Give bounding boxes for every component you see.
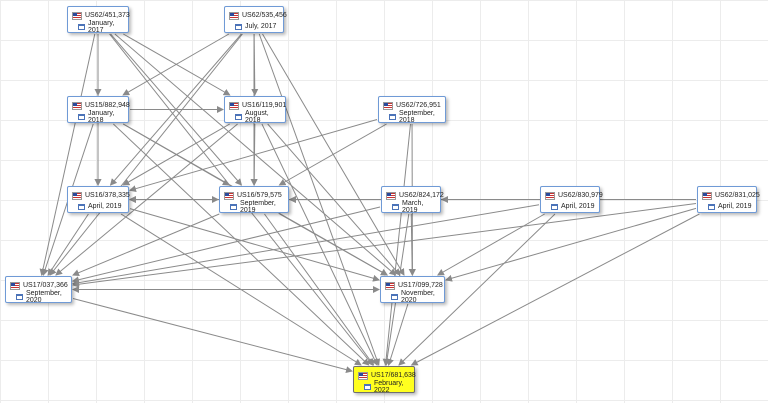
calendar-icon [16,294,23,300]
date-row: April, 2019 [702,201,756,212]
filing-date: January, 2017 [88,20,128,34]
us-flag-icon [10,282,20,290]
date-row: January, 2018 [72,111,128,122]
filing-date: April, 2019 [561,203,594,210]
us-flag-icon [383,102,393,110]
patent-number: US62/726,951 [396,102,441,109]
patent-row: US16/378,335 [72,190,128,201]
patent-node[interactable]: US16/119,901August, 2018 [224,96,286,123]
patent-number: US16/378,335 [85,192,130,199]
citation-edge [446,208,696,280]
date-row: April, 2019 [545,201,599,212]
calendar-icon [78,24,85,30]
calendar-icon [235,114,242,120]
patent-node[interactable]: US62/726,951September, 2018 [378,96,446,123]
patent-node[interactable]: US62/830,979April, 2019 [540,186,600,213]
patent-row: US62/831,025 [702,190,756,201]
filing-date: February, 2022 [374,380,414,394]
patent-number: US16/579,575 [237,192,282,199]
patent-number: US62/535,456 [242,12,287,19]
filing-date: March, 2019 [402,200,440,214]
filing-date: September, 2020 [26,290,71,304]
calendar-icon [551,204,558,210]
us-flag-icon [72,192,82,200]
us-flag-icon [358,372,368,380]
us-flag-icon [545,192,555,200]
citation-edge [412,214,700,365]
calendar-icon [392,204,399,210]
filing-date: July, 2017 [245,23,276,30]
citation-edge [438,214,545,275]
patent-row: US62/830,979 [545,190,599,201]
patent-node[interactable]: US62/451,373January, 2017 [67,6,129,33]
filing-date: April, 2019 [88,203,121,210]
date-row: November, 2020 [385,291,444,302]
calendar-icon [235,24,242,30]
calendar-icon [78,114,85,120]
calendar-icon [389,114,396,120]
us-flag-icon [224,192,234,200]
calendar-icon [230,204,237,210]
date-row: March, 2019 [386,201,440,212]
patent-number: US62/824,172 [399,192,444,199]
us-flag-icon [229,102,239,110]
us-flag-icon [702,192,712,200]
citation-edge [389,304,408,365]
patent-number: US17/037,366 [23,282,68,289]
patent-number: US17/681,638 [371,372,416,379]
filing-date: September, 2019 [240,200,288,214]
date-row: July, 2017 [229,21,283,32]
date-row: April, 2019 [72,201,128,212]
patent-node[interactable]: US16/378,335April, 2019 [67,186,129,213]
patent-number: US62/451,373 [85,12,130,19]
citation-edge [48,214,88,275]
patent-number: US62/830,979 [558,192,603,199]
date-row: September, 2018 [383,111,445,122]
patent-number: US17/099,728 [398,282,443,289]
patent-number: US62/831,025 [715,192,760,199]
us-flag-icon [385,282,395,290]
us-flag-icon [72,102,82,110]
patent-number: US15/882,948 [85,102,130,109]
patent-node[interactable]: US62/535,456July, 2017 [224,6,284,33]
filing-date: August, 2018 [245,110,285,124]
patent-node[interactable]: US16/579,575September, 2019 [219,186,289,213]
patent-number: US16/119,901 [242,102,286,109]
calendar-icon [391,294,398,300]
filing-date: April, 2019 [718,203,751,210]
patent-node[interactable]: US17/037,366September, 2020 [5,276,72,303]
citation-edge [386,124,411,365]
date-row: September, 2020 [10,291,71,302]
filing-date: September, 2018 [399,110,445,124]
citation-edge [73,204,696,285]
citation-edge [113,124,368,365]
citation-edge [130,209,379,280]
date-row: February, 2022 [358,381,414,392]
calendar-icon [708,204,715,210]
date-row: January, 2017 [72,21,128,32]
patent-node[interactable]: US15/882,948January, 2018 [67,96,129,123]
filing-date: January, 2018 [88,110,128,124]
citation-edge [280,214,387,275]
citation-edge [42,34,95,275]
patent-row: US62/535,456 [229,10,283,21]
citation-edge [73,214,219,275]
us-flag-icon [229,12,239,20]
patent-node[interactable]: US17/681,638February, 2022 [353,366,415,393]
calendar-icon [78,204,85,210]
date-row: September, 2019 [224,201,288,212]
date-row: August, 2018 [229,111,285,122]
us-flag-icon [386,192,396,200]
us-flag-icon [72,12,82,20]
patent-node[interactable]: US62/831,025April, 2019 [697,186,757,213]
calendar-icon [364,384,371,390]
patent-node[interactable]: US62/824,172March, 2019 [381,186,441,213]
filing-date: November, 2020 [401,290,444,304]
patent-node[interactable]: US17/099,728November, 2020 [380,276,445,303]
